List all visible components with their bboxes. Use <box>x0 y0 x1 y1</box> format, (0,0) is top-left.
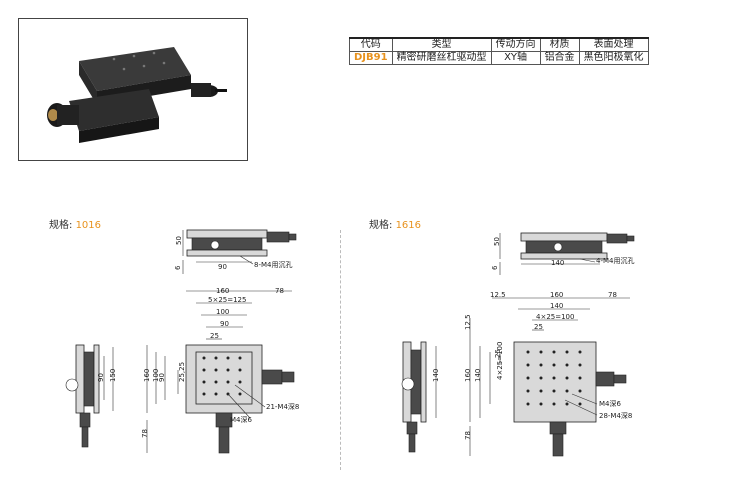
cell-surface: 黑色阳极氧化 <box>578 51 649 65</box>
section-divider <box>340 230 341 470</box>
left-dim-h100: 100 <box>152 369 160 382</box>
left-dim-h90: 90 <box>158 373 166 382</box>
right-spec-value: 1616 <box>395 220 422 231</box>
left-spec-prefix: 规格: <box>49 220 73 231</box>
left-plan-dimensions: 160 78 5×25=125 100 90 25 <box>186 287 292 340</box>
right-note-b: 28-M4深8 <box>599 411 632 420</box>
right-side-view: 140 <box>401 341 440 453</box>
left-dim-side150: 150 <box>109 369 117 382</box>
right-dim-h78: 78 <box>464 431 472 440</box>
right-dim-top-height: 50 <box>493 237 501 246</box>
right-dim-h160: 160 <box>464 369 472 382</box>
left-vertical-dimensions: 160 100 90 25,25 78 <box>141 345 186 453</box>
left-plan-view: 21-M4深8 M4深6 <box>185 344 299 454</box>
right-vertical-dimensions: 12.5 160 140 4×25=100 25 78 <box>464 314 504 456</box>
left-spec-value: 1016 <box>75 220 102 231</box>
right-dim-side140: 140 <box>432 369 440 382</box>
table-row: DJB91 精密研磨丝杠驱动型 XY轴 铝合金 黑色阳极氧化 <box>349 51 649 65</box>
left-spec-label: 规格: 1016 <box>49 216 101 231</box>
right-spec-label: 规格: 1616 <box>369 216 421 231</box>
right-dim-w12-5: 12.5 <box>490 291 506 299</box>
right-plan-dimensions: 12.5 160 78 140 4×25=100 25 <box>490 291 630 331</box>
right-dim-h25: 25 <box>494 349 502 358</box>
right-dim-h140: 140 <box>474 369 482 382</box>
left-note-top: 8-M4用沉孔 <box>254 261 292 269</box>
left-dim-h25: 25,25 <box>178 362 186 382</box>
right-dim-h12-5: 12.5 <box>464 314 472 330</box>
right-top-view: 50 6 140 4-M4用沉孔 <box>491 232 634 275</box>
left-dim-w78: 78 <box>275 287 284 295</box>
right-note-a: M4深6 <box>599 399 621 408</box>
right-dim-w25: 25 <box>534 323 543 331</box>
right-dim-w140: 140 <box>550 302 563 310</box>
left-dim-w100: 100 <box>216 308 229 316</box>
product-photo <box>47 47 227 143</box>
left-dim-top-height: 50 <box>175 236 183 245</box>
right-spec-prefix: 规格: <box>369 220 393 231</box>
left-note-a: 21-M4深8 <box>266 402 299 411</box>
left-dim-w125: 5×25=125 <box>208 296 246 304</box>
right-dim-w160: 160 <box>550 291 563 299</box>
left-dim-top-offset: 6 <box>174 265 182 270</box>
left-dim-top-width: 90 <box>218 263 227 271</box>
left-dim-h78: 78 <box>141 429 149 438</box>
spec-table: 代码 类型 传动方向 材质 表面处理 DJB91 精密研磨丝杠驱动型 XY轴 铝… <box>349 37 649 65</box>
right-dim-top-width: 140 <box>551 259 564 267</box>
right-dim-top-offset: 6 <box>491 265 499 270</box>
right-dim-w100: 4×25=100 <box>536 313 574 321</box>
left-top-view: 50 6 90 8-M4用沉孔 <box>174 229 297 274</box>
left-note-b: M4深6 <box>230 415 252 424</box>
spec-table-header: 代码 类型 传动方向 材质 表面处理 <box>349 37 649 52</box>
left-dim-w90: 90 <box>220 320 229 328</box>
right-dim-w78: 78 <box>608 291 617 299</box>
left-dim-w160: 160 <box>216 287 229 295</box>
product-photo-frame <box>18 18 248 161</box>
right-plan-view: M4深6 28-M4深8 <box>513 341 632 457</box>
left-side-view: 90 150 <box>65 344 117 448</box>
left-dim-w25: 25 <box>210 332 219 340</box>
cell-direction: XY轴 <box>490 51 541 65</box>
left-dim-side90: 90 <box>97 373 105 382</box>
cell-code: DJB91 <box>349 51 393 65</box>
right-note-top: 4-M4用沉孔 <box>596 257 634 265</box>
left-dim-h160: 160 <box>143 369 151 382</box>
